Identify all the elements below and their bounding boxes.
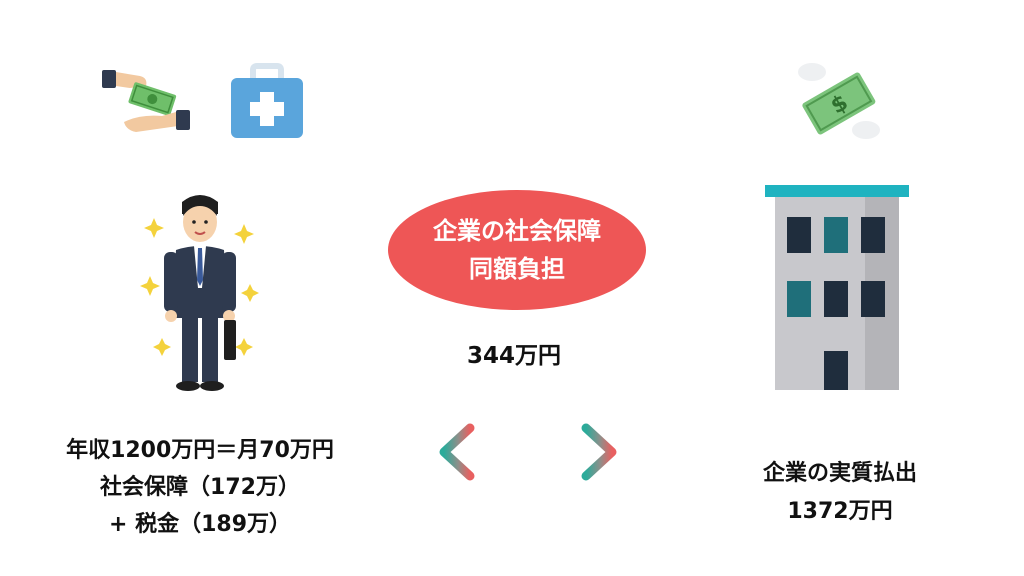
businessman-icon	[140, 195, 259, 391]
payout-label: 企業の実質払出	[762, 461, 917, 486]
company-payout-text: 企業の実質払出 1372万円	[720, 455, 960, 531]
flying-money-icon: $	[798, 63, 880, 139]
social-security-line: 社会保障（172万）	[100, 475, 300, 500]
company-burden-badge: 企業の社会保障 同額負担	[388, 190, 646, 310]
badge-line1: 企業の社会保障	[433, 217, 601, 245]
double-arrow-icon	[439, 423, 617, 481]
badge-line2: 同額負担	[469, 255, 565, 283]
office-building-icon	[765, 185, 909, 390]
employee-income-text: 年収1200万円＝月70万円 社会保障（172万） + 税金（189万）	[20, 432, 380, 543]
money-handoff-icon	[102, 70, 190, 132]
income-line: 年収1200万円＝月70万円	[66, 438, 334, 463]
medical-kit-icon	[231, 63, 303, 138]
middle-amount: 344万円	[466, 343, 561, 369]
payout-amount: 1372万円	[787, 499, 893, 524]
tax-line: + 税金（189万）	[108, 512, 292, 537]
